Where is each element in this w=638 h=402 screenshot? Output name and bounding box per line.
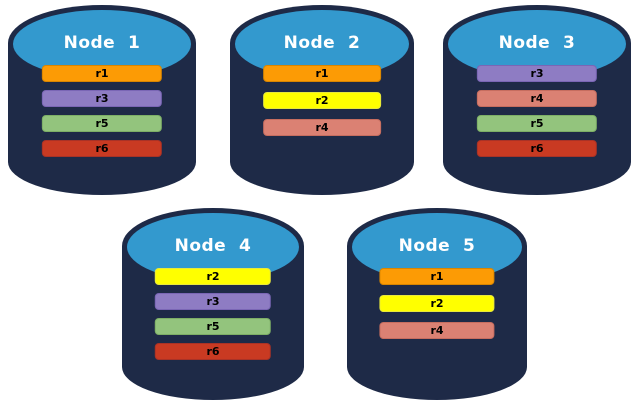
node-title: Node 5 bbox=[398, 236, 476, 256]
replica-bar-r5: r5 bbox=[476, 115, 598, 132]
replica-bar-label: r1 bbox=[315, 67, 329, 80]
replica-bar-label: r1 bbox=[95, 67, 109, 80]
replica-bar-r1: r1 bbox=[41, 65, 163, 82]
node-title: Node 4 bbox=[174, 236, 252, 256]
node-5-cylinder: Node 5 r1 r2 r4 bbox=[347, 208, 527, 400]
replica-bar-r4: r4 bbox=[263, 119, 381, 136]
replica-bar-label: r4 bbox=[430, 324, 444, 337]
node-title: Node 1 bbox=[63, 33, 141, 53]
replica-bar-label: r4 bbox=[315, 121, 329, 134]
replica-bar-r3: r3 bbox=[41, 90, 163, 107]
node-1-cylinder: Node 1 r1 r3 r5 r6 bbox=[8, 5, 196, 195]
replica-bar-label: r5 bbox=[206, 320, 220, 333]
replica-bar-r1: r1 bbox=[263, 65, 381, 82]
replica-bar-r6: r6 bbox=[476, 140, 598, 157]
node-2-cylinder: Node 2 r1 r2 r4 bbox=[230, 5, 414, 195]
node-title: Node 3 bbox=[498, 33, 576, 53]
replica-bar-label: r5 bbox=[95, 117, 109, 130]
replica-bar-r1: r1 bbox=[379, 268, 495, 285]
replica-bar-label: r6 bbox=[530, 142, 544, 155]
node-4-cylinder: Node 4 r2 r3 r5 r6 bbox=[122, 208, 304, 400]
replica-bar-r4: r4 bbox=[379, 322, 495, 339]
replica-bar-label: r3 bbox=[530, 67, 544, 80]
replica-bar-label: r2 bbox=[430, 297, 444, 310]
replica-bar-label: r2 bbox=[315, 94, 329, 107]
replica-bar-list: r1 r2 r4 bbox=[379, 268, 495, 339]
replica-bar-label: r6 bbox=[95, 142, 109, 155]
replica-bar-label: r3 bbox=[95, 92, 109, 105]
replica-bar-r4: r4 bbox=[476, 90, 598, 107]
replica-bar-r6: r6 bbox=[41, 140, 163, 157]
node-3-cylinder: Node 3 r3 r4 r5 r6 bbox=[443, 5, 631, 195]
replica-bar-r3: r3 bbox=[476, 65, 598, 82]
replica-bar-list: r3 r4 r5 r6 bbox=[476, 65, 598, 157]
replica-bar-label: r5 bbox=[530, 117, 544, 130]
replica-bar-label: r2 bbox=[206, 270, 220, 283]
replica-bar-label: r4 bbox=[530, 92, 544, 105]
replica-bar-r5: r5 bbox=[154, 318, 272, 335]
replica-bar-list: r1 r3 r5 r6 bbox=[41, 65, 163, 157]
replica-bar-label: r3 bbox=[206, 295, 220, 308]
replica-bar-r2: r2 bbox=[154, 268, 272, 285]
replica-bar-r2: r2 bbox=[379, 295, 495, 312]
replica-bar-label: r1 bbox=[430, 270, 444, 283]
replica-bar-list: r2 r3 r5 r6 bbox=[154, 268, 272, 360]
replica-bar-r6: r6 bbox=[154, 343, 272, 360]
replica-bar-r5: r5 bbox=[41, 115, 163, 132]
replica-bar-r3: r3 bbox=[154, 293, 272, 310]
node-title: Node 2 bbox=[283, 33, 361, 53]
replica-bar-label: r6 bbox=[206, 345, 220, 358]
replica-bar-r2: r2 bbox=[263, 92, 381, 109]
replica-bar-list: r1 r2 r4 bbox=[263, 65, 381, 136]
